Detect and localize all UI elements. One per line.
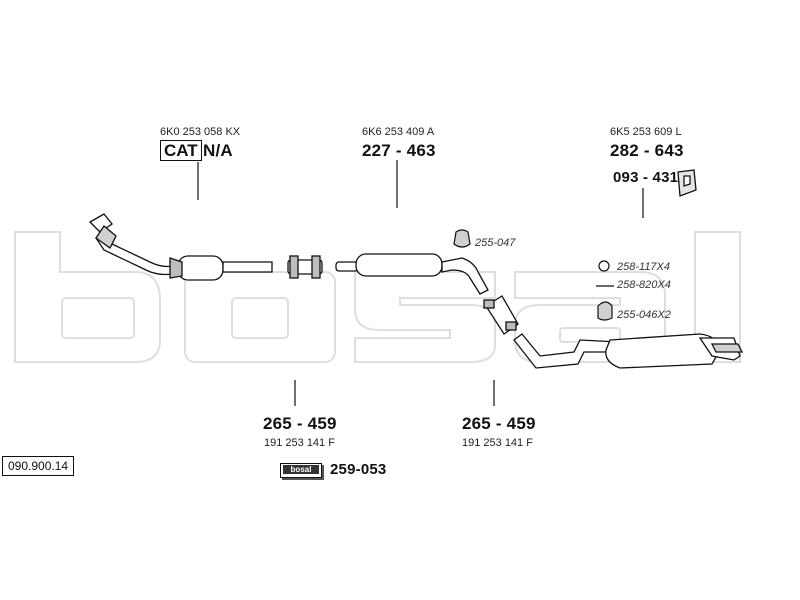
middle-silencer-part-number: 227 - 463	[362, 141, 436, 160]
catalyst-cat-label: CAT	[160, 140, 202, 161]
hanger-255-047-icon	[453, 229, 471, 248]
clamp-left	[287, 255, 323, 279]
diagram-number: 090.900.14	[2, 456, 75, 476]
clamp-left-oem: 191 253 141 F	[264, 437, 335, 449]
bracket-icon	[677, 169, 697, 197]
small-part-label: 255-046X2	[617, 309, 671, 321]
middle-silencer-oem: 6K6 253 409 A	[362, 126, 435, 138]
rear-silencer	[513, 333, 744, 369]
catalyst-oem: 6K0 253 058 KX	[160, 126, 241, 138]
bracket-part-number: 093 - 431	[613, 169, 679, 186]
assembly-paste-part-number: 259-053	[330, 461, 387, 478]
clamp-left-part-number: 265 - 459	[263, 414, 337, 433]
ring-258-117-icon	[598, 260, 610, 272]
hanger-255-046-icon	[597, 301, 613, 321]
middle-silencer	[335, 253, 489, 295]
clamp-right-oem: 191 253 141 F	[462, 437, 533, 449]
small-parts-icons	[453, 229, 613, 321]
clamp-right	[483, 295, 519, 335]
bosal-paste-icon: bosal	[280, 463, 322, 478]
rear-silencer-oem: 6K5 253 609 L	[610, 126, 682, 138]
bosal-paste-logo-text: bosal	[283, 465, 319, 474]
small-part-label: 255-047	[475, 237, 516, 249]
catalyst-part-number: N/A	[203, 141, 233, 160]
small-part-label: 258-117X4	[617, 261, 671, 273]
rear-silencer-part-number: 282 - 643	[610, 141, 684, 160]
catalyst-front-pipe	[88, 213, 273, 281]
small-part-label: 258-820X4	[617, 279, 671, 291]
leader-lines	[197, 160, 644, 406]
clamp-right-part-number: 265 - 459	[462, 414, 536, 433]
